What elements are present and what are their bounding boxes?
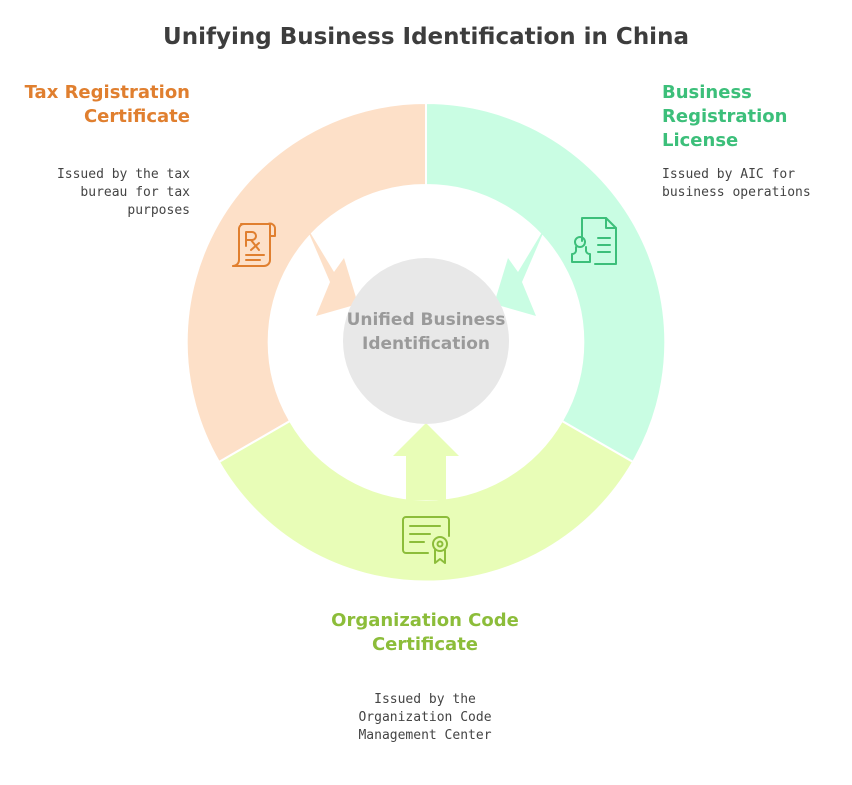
prescription-scroll-icon (232, 222, 276, 267)
tax-certificate-title: Tax Registration Certificate (24, 82, 190, 127)
diagram-title: Unifying Business Identification in Chin… (163, 24, 689, 50)
license-document-icon (571, 217, 617, 265)
organization-arrow (393, 423, 459, 500)
tax-segment (185, 101, 427, 464)
center-circle (343, 258, 509, 424)
center-label: Unified Business Identification (346, 310, 506, 354)
organization-certificate-description: Issued by the Organization Code Manageme… (358, 692, 492, 743)
tax-arrow (305, 224, 358, 316)
organization-segment (217, 419, 635, 583)
tax-certificate-description: Issued by the tax bureau for tax purpose… (56, 167, 190, 218)
certificate-icon (402, 516, 450, 564)
business-segment (425, 101, 667, 464)
business-arrow (494, 224, 547, 316)
business-license-title: Business Registration License (662, 82, 788, 151)
business-license-description: Issued by AIC for business operations (662, 167, 811, 200)
organization-certificate-title: Organization Code Certificate (331, 610, 519, 655)
